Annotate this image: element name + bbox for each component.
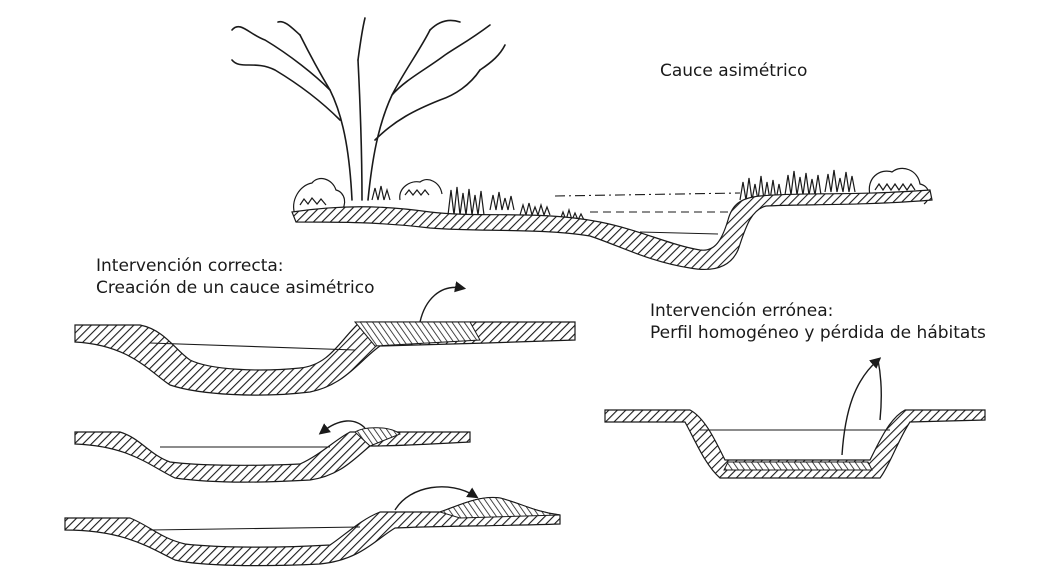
correct-profile-1 bbox=[75, 287, 575, 395]
tree-icon bbox=[232, 18, 505, 200]
wrong-intervention-heading: Intervención errónea: bbox=[650, 300, 986, 322]
correct-intervention-heading: Intervención correcta: bbox=[96, 255, 375, 277]
wrong-profile bbox=[605, 360, 985, 478]
asymmetric-channel-profile bbox=[292, 190, 932, 269]
top-section bbox=[232, 18, 932, 269]
correct-profile-3 bbox=[65, 487, 560, 566]
wrong-intervention-label: Intervención errónea: Perfil homogéneo y… bbox=[650, 300, 986, 344]
wrong-intervention-description: Perfil homogéneo y pérdida de hábitats bbox=[650, 322, 986, 344]
diagram-title: Cauce asimétrico bbox=[660, 60, 807, 82]
correct-profile-2 bbox=[75, 421, 470, 482]
arrow-icon bbox=[842, 360, 878, 455]
correct-intervention-description: Creación de un cauce asimétrico bbox=[96, 277, 375, 299]
correct-intervention-label: Intervención correcta: Creación de un ca… bbox=[96, 255, 375, 299]
arrow-icon bbox=[420, 287, 462, 322]
